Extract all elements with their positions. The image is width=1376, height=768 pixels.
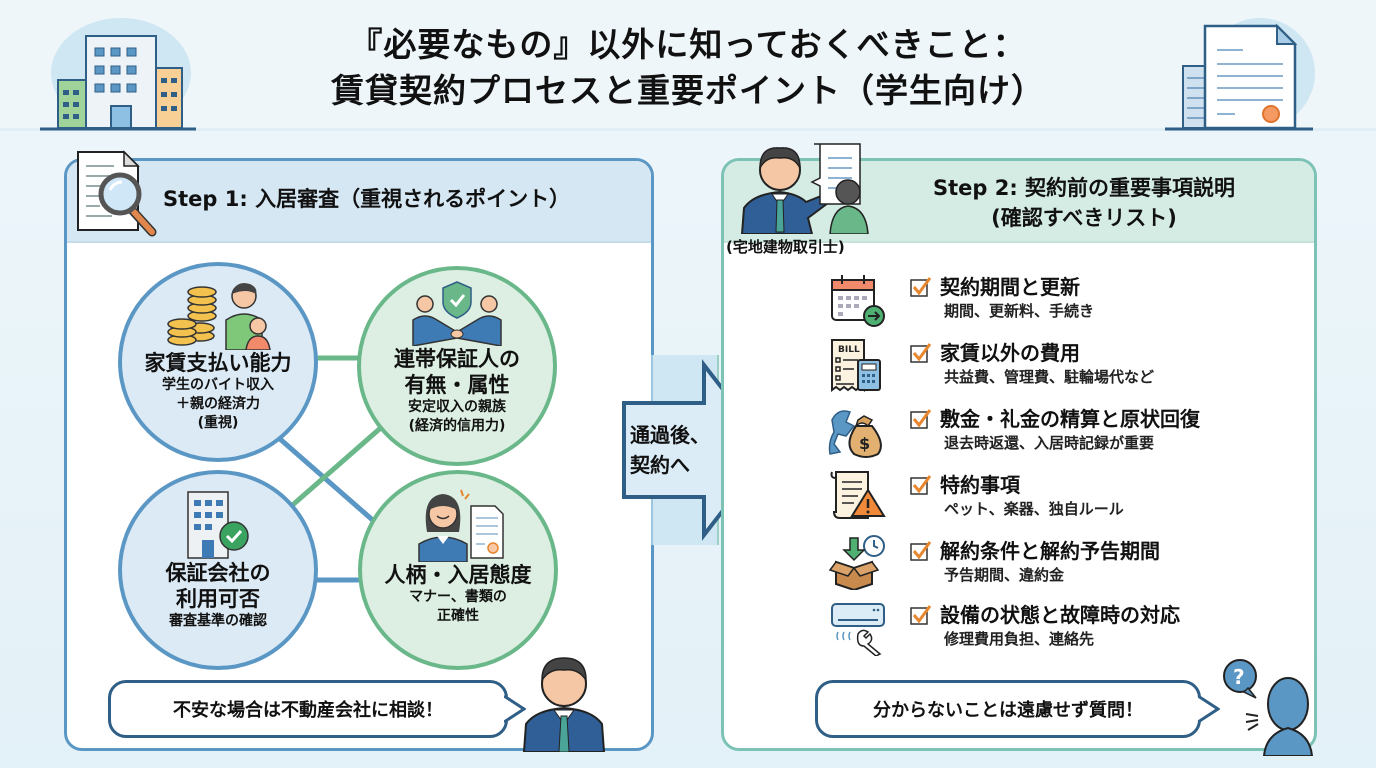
step1-advice-text: 不安な場合は不動産会社に相談！ <box>173 700 443 721</box>
checkbox-checked-icon[interactable] <box>910 540 932 562</box>
svg-text:?: ? <box>1233 665 1245 689</box>
checkbox-checked-icon[interactable] <box>910 474 932 496</box>
checkbox-checked-icon[interactable] <box>910 604 932 626</box>
person-question-icon: ? <box>1223 659 1314 756</box>
checklist-item-title: 家賃以外の費用 <box>940 341 1080 365</box>
checklist-item: 特約事項 ペット、楽器、独自ルール <box>910 472 1290 520</box>
header-band <box>0 0 1376 128</box>
contract-document-icon <box>1165 18 1315 131</box>
bubble-tail <box>504 694 526 724</box>
agent-label: (宅地建物取引士) <box>726 238 845 256</box>
document-magnifier-icon <box>77 150 157 237</box>
bubble-tail <box>1198 694 1220 724</box>
scroll-warning-icon <box>830 471 886 519</box>
criteria-title: 保証会社の <box>165 561 271 585</box>
criteria-guarantor: 連帯保証人の 有無・属性 安定収入の親族 (経済的信用力) <box>357 266 557 466</box>
transition-line-2: 契約へ <box>630 453 690 477</box>
checkbox-checked-icon[interactable] <box>910 342 932 364</box>
aircon-wrench-icon <box>831 603 885 656</box>
checklist-item: 契約期間と更新 期間、更新料、手続き <box>910 274 1290 322</box>
checklist-item-title: 解約条件と解約予告期間 <box>940 539 1160 563</box>
checklist-item: 設備の状態と故障時の対応 修理費用負担、連絡先 <box>910 602 1290 650</box>
criteria-rent-ability: 家賃支払い能力 学生のバイト収入 ＋親の経済力 (重視) <box>118 262 318 462</box>
criteria-detail: 安定収入の親族 <box>408 399 506 415</box>
svg-text:$: $ <box>859 434 870 453</box>
checklist-item-title: 敷金・礼金の精算と原状回復 <box>940 407 1200 431</box>
businessman-icon <box>522 657 606 752</box>
step1-panel: Step 1: 入居審査（重視されるポイント） <box>64 158 654 751</box>
criteria-guarantee-company: 保証会社の 利用可否 審査基準の確認 <box>118 470 318 670</box>
svg-text:BILL: BILL <box>838 345 860 355</box>
criteria-detail: 学生のバイト収入 <box>162 377 274 393</box>
transition-line-1: 通過後、 <box>630 423 710 447</box>
checklist-item-detail: 予告期間、違約金 <box>944 566 1065 584</box>
checklist-item-detail: 修理費用負担、連絡先 <box>944 630 1095 648</box>
damage-money-bag-icon: $ <box>828 410 882 458</box>
agent-explaining-icon <box>740 143 869 234</box>
checklist-item: 敷金・礼金の精算と原状回復 退去時返還、入居時記録が重要 <box>910 406 1290 454</box>
criteria-title: 有無・属性 <box>404 373 510 397</box>
step2-advice-text: 分からないことは遠慮せず質問！ <box>873 700 1143 721</box>
step1-title: Step 1: 入居審査（重視されるポイント） <box>163 187 571 211</box>
criteria-detail: (経済的信用力) <box>408 418 506 434</box>
box-clock-icon <box>828 535 885 590</box>
transition-label: 通過後、 契約へ <box>630 420 730 480</box>
checklist-item: 家賃以外の費用 共益費、管理費、駐輪場代など <box>910 340 1290 388</box>
coins-and-family-icon <box>167 283 271 350</box>
header-divider <box>0 128 1376 131</box>
step2-advice-bubble: 分からないことは遠慮せず質問！ <box>815 680 1201 738</box>
step2-title: Step 2: 契約前の重要事項説明 (確認すべきリスト) <box>874 173 1294 233</box>
title-line-2: 賃貸契約プロセスと重要ポイント（学生向け） <box>331 71 1045 110</box>
criteria-detail: ＋親の経済力 <box>176 396 260 412</box>
calendar-arrow-icon <box>831 275 885 327</box>
woman-document-icon <box>418 489 504 562</box>
apartment-building-icon <box>40 18 196 131</box>
checklist-item-title: 契約期間と更新 <box>940 275 1080 299</box>
step2-title-line-2: (確認すべきリスト) <box>991 206 1177 230</box>
bill-calculator-icon: BILL <box>831 339 881 392</box>
step2-panel: Step 2: 契約前の重要事項説明 (確認すべきリスト) <box>721 158 1317 751</box>
building-check-icon <box>187 491 249 559</box>
checklist-item-detail: 期間、更新料、手続き <box>944 302 1095 320</box>
criteria-title: 家賃支払い能力 <box>144 351 292 375</box>
step1-advice-bubble: 不安な場合は不動産会社に相談！ <box>108 680 508 738</box>
title-line-1: 『必要なもの』以外に知っておくべきこと： <box>349 25 1027 64</box>
checklist-item: 解約条件と解約予告期間 予告期間、違約金 <box>910 538 1290 586</box>
criteria-detail: マナー、書類の <box>409 589 507 605</box>
criteria-title: 連帯保証人の <box>394 347 520 371</box>
criteria-detail: 審査基準の確認 <box>169 613 267 629</box>
checklist-item-detail: ペット、楽器、独自ルール <box>944 500 1124 518</box>
criteria-detail: (重視) <box>197 415 239 431</box>
step1-header: Step 1: 入居審査（重視されるポイント） <box>67 161 651 243</box>
checklist-item-title: 特約事項 <box>940 473 1020 497</box>
checkbox-checked-icon[interactable] <box>910 276 932 298</box>
checkbox-checked-icon[interactable] <box>910 408 932 430</box>
criteria-title: 人柄・入居態度 <box>384 563 532 587</box>
criteria-detail: 正確性 <box>437 608 479 624</box>
page-title: 『必要なもの』以外に知っておくべきこと： 賃貸契約プロセスと重要ポイント（学生向… <box>200 22 1176 114</box>
handshake-shield-icon <box>412 281 502 346</box>
checklist-item-detail: 退去時返還、入居時記録が重要 <box>944 434 1155 452</box>
criteria-title: 利用可否 <box>176 587 260 611</box>
checklist-item-title: 設備の状態と故障時の対応 <box>940 603 1180 627</box>
checklist-item-detail: 共益費、管理費、駐輪場代など <box>944 368 1155 386</box>
criteria-personality: 人柄・入居態度 マナー、書類の 正確性 <box>358 470 558 670</box>
step2-title-line-1: Step 2: 契約前の重要事項説明 <box>932 176 1236 200</box>
